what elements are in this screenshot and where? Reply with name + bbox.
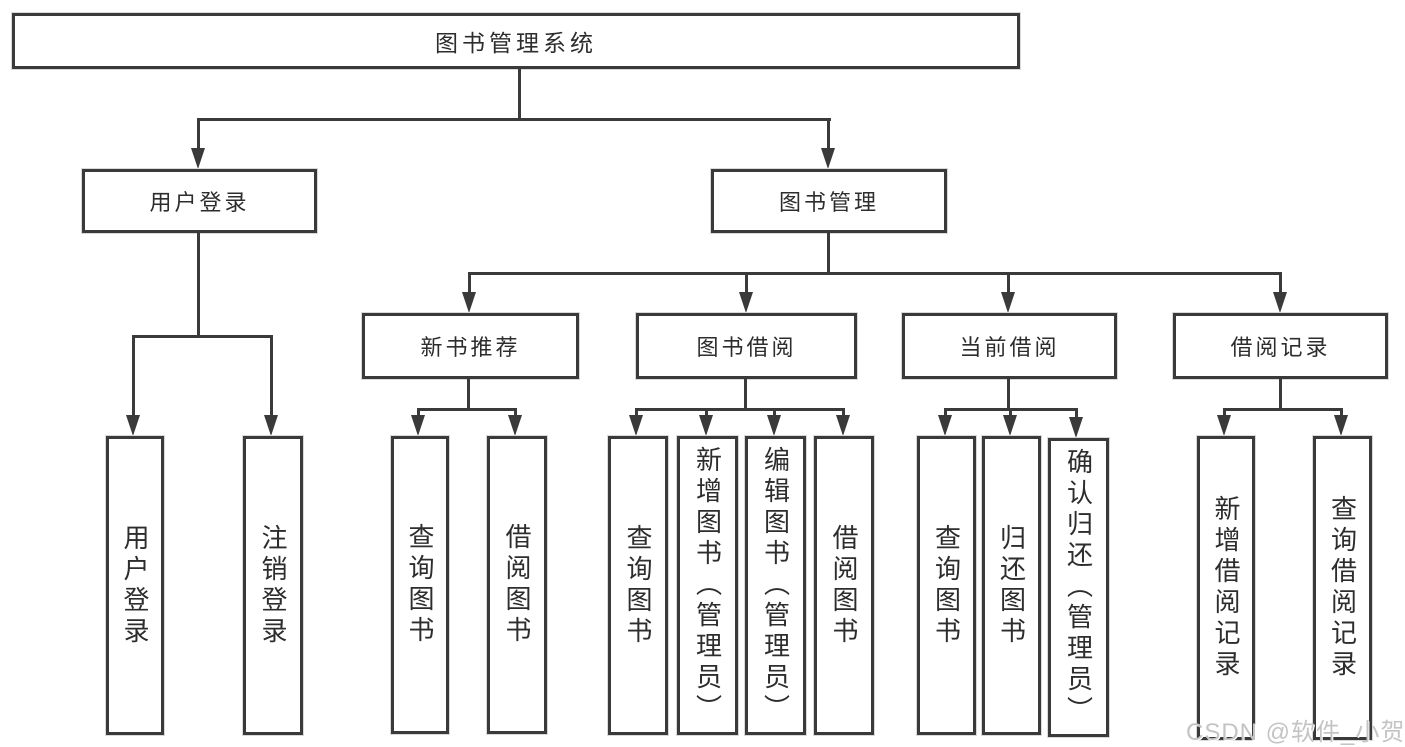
arrowhead-icon xyxy=(1334,415,1348,436)
connector-root-stem xyxy=(518,69,521,120)
connector-drop-user-login xyxy=(197,118,200,151)
arrowhead-icon xyxy=(508,415,522,436)
arrowhead-icon xyxy=(767,415,781,436)
connector-drop xyxy=(842,408,845,418)
connector-drop xyxy=(1340,408,1343,418)
arrowhead-icon xyxy=(1273,292,1287,313)
connector-drop xyxy=(944,408,947,418)
node-label: 借阅记录 xyxy=(1230,335,1331,360)
leaf-label: 查询图书 xyxy=(623,523,653,648)
leaf-label: 用户登录 xyxy=(120,523,150,648)
connector-drop xyxy=(417,408,420,418)
leaf-borrow-books: 借阅图书 xyxy=(487,436,547,734)
connector-book-mgmt-stem xyxy=(827,232,830,274)
arrowhead-icon xyxy=(836,415,850,436)
leaf-label: 新增借阅记录 xyxy=(1211,495,1241,681)
arrowhead-icon xyxy=(191,148,205,169)
node-borrow-records: 借阅记录 xyxy=(1173,313,1388,379)
leaf-confirm-return-admin: 确认归还（管理员） xyxy=(1048,438,1109,737)
leaf-label: 借阅图书 xyxy=(829,523,859,648)
arrowhead-icon xyxy=(126,415,140,436)
connector-new-book-stem xyxy=(467,379,470,410)
connector-book-borrow-bus xyxy=(635,408,845,411)
connector-drop-new-book xyxy=(468,272,471,294)
leaf-query-books: 查询图书 xyxy=(391,436,449,734)
connector-drop-logout-leaf xyxy=(270,335,273,417)
connector-drop xyxy=(773,408,776,418)
leaf-label: 查询借阅记录 xyxy=(1327,495,1358,681)
arrowhead-icon xyxy=(1003,415,1017,436)
connector-drop-book-mgmt xyxy=(827,118,830,151)
connector-user-login-bus xyxy=(132,335,273,338)
connector-drop xyxy=(705,408,708,418)
arrowhead-icon xyxy=(411,415,425,436)
leaf-label: 注销登录 xyxy=(258,523,288,648)
leaf-return-books: 归还图书 xyxy=(982,436,1041,735)
connector-drop-borrow-records xyxy=(1279,272,1282,294)
connector-book-mgmt-bus xyxy=(468,272,1282,275)
connector-new-book-bus xyxy=(417,408,517,411)
leaf-logout: 注销登录 xyxy=(243,436,303,735)
connector-root-bus xyxy=(197,118,831,121)
arrowhead-icon xyxy=(629,415,643,436)
node-user-login: 用户登录 xyxy=(82,169,317,233)
node-new-book-recommend: 新书推荐 xyxy=(362,313,579,379)
node-label: 当前借阅 xyxy=(959,335,1060,360)
leaf-label: 编辑图书（管理员） xyxy=(760,446,791,725)
connector-drop xyxy=(1009,408,1012,418)
arrowhead-icon xyxy=(264,415,278,436)
connector-borrow-records-bus xyxy=(1223,408,1342,411)
connector-current-borrow-stem xyxy=(1007,379,1010,410)
arrowhead-icon xyxy=(938,415,952,436)
connector-book-borrow-stem xyxy=(744,379,747,410)
node-label: 用户登录 xyxy=(149,190,250,215)
node-label: 图书借阅 xyxy=(696,335,797,360)
leaf-label: 查询图书 xyxy=(405,523,435,647)
leaf-borrow-books: 借阅图书 xyxy=(814,436,874,735)
leaf-label: 归还图书 xyxy=(996,523,1027,648)
leaf-query-books: 查询图书 xyxy=(608,436,668,735)
node-book-management: 图书管理 xyxy=(711,169,947,233)
arrowhead-icon xyxy=(1069,417,1083,438)
node-library-management-system: 图书管理系统 xyxy=(12,13,1020,69)
arrowhead-icon xyxy=(1001,292,1015,313)
leaf-add-borrow-record: 新增借阅记录 xyxy=(1197,436,1255,740)
leaf-query-borrow-record: 查询借阅记录 xyxy=(1313,436,1372,740)
csdn-watermark: CSDN @软件_小贺同学 xyxy=(1186,719,1405,746)
leaf-query-books: 查询图书 xyxy=(917,436,976,735)
arrowhead-icon xyxy=(1217,415,1231,436)
leaf-label: 新增图书（管理员） xyxy=(692,446,723,725)
node-label: 新书推荐 xyxy=(420,335,521,360)
leaf-label: 确认归还（管理员） xyxy=(1063,448,1094,727)
connector-user-login-stem xyxy=(197,232,200,337)
connector-drop xyxy=(635,408,638,418)
connector-drop xyxy=(514,408,517,418)
leaf-user-login: 用户登录 xyxy=(106,436,164,735)
node-label: 图书管理系统 xyxy=(435,30,597,56)
arrowhead-icon xyxy=(462,292,476,313)
connector-drop-book-borrow xyxy=(745,272,748,294)
leaf-label: 查询图书 xyxy=(931,523,962,648)
connector-drop xyxy=(1075,408,1078,418)
arrowhead-icon xyxy=(821,148,835,169)
node-label: 图书管理 xyxy=(778,190,879,215)
connector-drop-login-leaf xyxy=(132,335,135,417)
connector-drop-current-borrow xyxy=(1007,272,1010,294)
connector-drop xyxy=(1223,408,1226,418)
leaf-edit-book-admin: 编辑图书（管理员） xyxy=(745,436,806,735)
node-book-borrow: 图书借阅 xyxy=(636,313,857,379)
arrowhead-icon xyxy=(739,292,753,313)
node-current-borrow: 当前借阅 xyxy=(902,313,1117,379)
leaf-add-book-admin: 新增图书（管理员） xyxy=(677,436,738,735)
leaf-label: 借阅图书 xyxy=(502,523,532,647)
arrowhead-icon xyxy=(699,415,713,436)
connector-borrow-records-stem xyxy=(1279,379,1282,410)
